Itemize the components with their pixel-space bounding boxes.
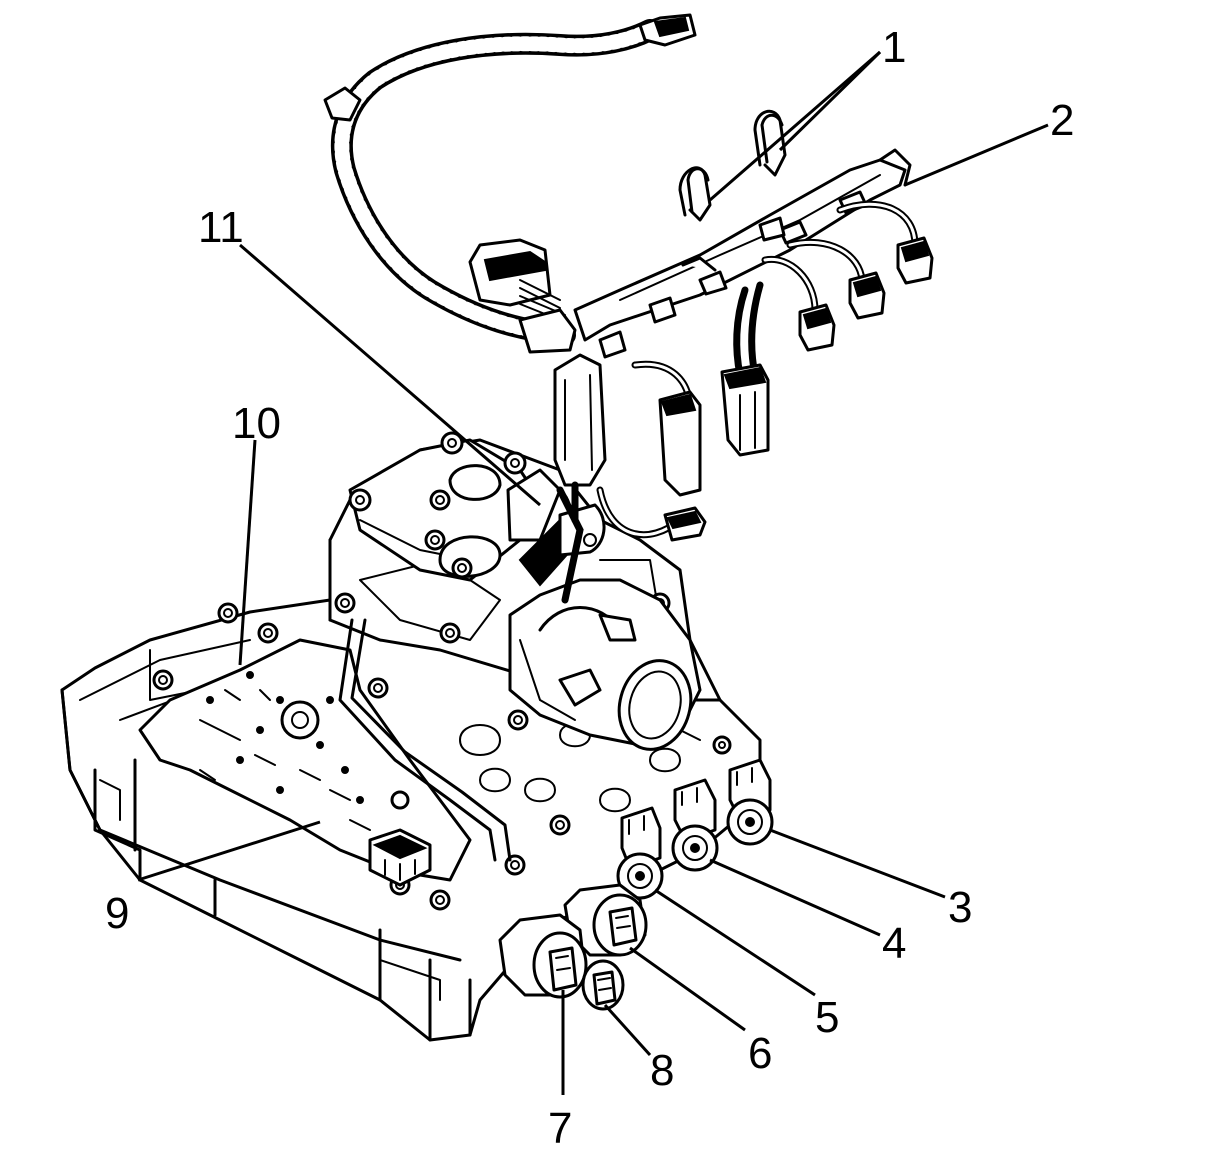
callout-7: 7 bbox=[548, 1104, 572, 1153]
solenoid-8 bbox=[581, 959, 625, 1011]
wiring-harness bbox=[323, 13, 934, 542]
leader-3 bbox=[769, 828, 946, 899]
callout-11: 11 bbox=[198, 203, 244, 252]
callout-numbers: 1 2 3 4 5 6 7 8 9 10 11 bbox=[105, 23, 1074, 1153]
callout-5: 5 bbox=[815, 993, 839, 1042]
leader-6 bbox=[629, 946, 746, 1032]
spacer-plate bbox=[138, 618, 512, 882]
leader-9 bbox=[137, 820, 321, 882]
solenoid-5 bbox=[616, 806, 664, 900]
pass-through-connector bbox=[506, 468, 606, 604]
callout-6: 6 bbox=[748, 1029, 772, 1078]
retainer-clips bbox=[678, 109, 787, 222]
solenoid-3 bbox=[726, 758, 774, 846]
leader-1b bbox=[778, 50, 882, 152]
leader-10 bbox=[238, 439, 257, 666]
leader-8 bbox=[603, 1003, 652, 1057]
callout-2: 2 bbox=[1050, 96, 1074, 145]
leader-5 bbox=[654, 888, 816, 997]
solenoid-4 bbox=[671, 778, 719, 872]
pressure-switch-connector bbox=[368, 828, 432, 887]
callout-3: 3 bbox=[948, 883, 972, 932]
callout-10: 10 bbox=[232, 399, 281, 448]
leader-2 bbox=[904, 123, 1049, 187]
leader-1a bbox=[709, 50, 881, 202]
callout-8: 8 bbox=[650, 1046, 674, 1095]
callout-4: 4 bbox=[882, 919, 906, 968]
shift-solenoid-housing bbox=[508, 578, 702, 751]
solenoid-7 bbox=[498, 913, 588, 999]
leader-11 bbox=[239, 243, 541, 507]
solenoid-6 bbox=[563, 883, 648, 957]
callout-1: 1 bbox=[882, 23, 906, 72]
leader-4 bbox=[709, 858, 881, 937]
leader-lines bbox=[137, 50, 1049, 1095]
callout-9: 9 bbox=[105, 889, 129, 938]
